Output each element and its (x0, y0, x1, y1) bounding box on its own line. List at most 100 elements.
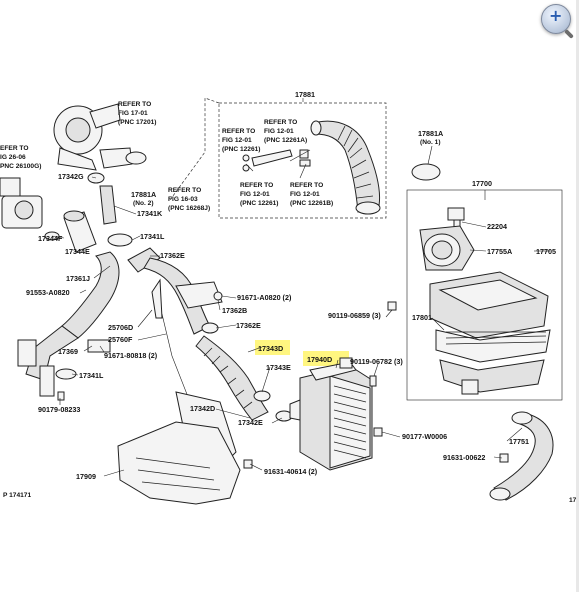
label-91553-a0820: 91553-A0820 (26, 288, 70, 297)
svg-text:EFER TO: EFER TO (0, 145, 28, 152)
clamp-25760f (161, 313, 191, 403)
svg-text:REFER TO: REFER TO (222, 128, 255, 135)
ref-block-12261b: REFER TO FIG 12-01 (PNC 12261B) (290, 182, 333, 207)
clamp-17341l-lower (55, 368, 77, 380)
sensor-17755a (419, 225, 475, 271)
label-17881: 17881 (295, 90, 315, 99)
label-91631-40614: 91631-40614 (2) (264, 467, 318, 476)
label-17940d: 17940D (307, 355, 332, 364)
detail-connector (169, 97, 220, 201)
label-17881a-no2: 17881A (131, 190, 156, 199)
highlight-17343d (255, 340, 290, 355)
inlet-17751 (489, 411, 554, 501)
turbocharger-ref (53, 103, 147, 171)
right-edge-strip (576, 0, 579, 592)
label-91631-00622: 91631-00622 (443, 453, 485, 462)
label-17909: 17909 (76, 472, 96, 481)
label-17362e-mid: 17362E (236, 321, 261, 330)
sensor-22204 (447, 207, 465, 233)
zoom-in-icon: + (549, 6, 563, 25)
label-17341l-bot: 17341L (79, 371, 104, 380)
hose-17343d (195, 335, 269, 421)
svg-text:(PNC 12261A): (PNC 12261A) (264, 137, 307, 144)
air-cleaner-case (429, 271, 551, 395)
label-17343d: 17343D (258, 344, 283, 353)
label-17362e-top: 17362E (160, 251, 185, 260)
clamp-17881a-no1 (411, 163, 441, 181)
svg-text:(PNC 12261): (PNC 12261) (222, 146, 260, 153)
pipe-17341k (99, 185, 117, 225)
label-17705: 17705 (536, 247, 556, 256)
svg-text:(PNC 17201): (PNC 17201) (118, 119, 156, 126)
intercooler-17940d (289, 357, 373, 471)
bolt-90119-06859 (387, 301, 397, 311)
label-17361j: 17361J (66, 274, 90, 283)
leader-lines (51, 145, 550, 477)
bolt-90179 (57, 391, 65, 401)
svg-text:REFER TO: REFER TO (240, 182, 273, 189)
svg-text:REFER TO: REFER TO (168, 187, 201, 194)
bolt-91631-40614 (243, 459, 253, 469)
cover-17909 (117, 421, 241, 505)
label-17341k: 17341K (137, 209, 163, 218)
label-17343e: 17343E (266, 363, 291, 372)
label-25760f: 25760F (108, 335, 133, 344)
svg-text:IG 26-06: IG 26-06 (0, 154, 26, 161)
label-90177-w0006: 90177-W0006 (402, 432, 447, 441)
clamp-17343e (253, 390, 271, 402)
bolt-91631-00622 (499, 453, 509, 463)
label-17369: 17369 (58, 347, 78, 356)
small-hoses-detail (242, 149, 311, 172)
label-22204: 22204 (487, 222, 507, 231)
svg-text:FIG 12-01: FIG 12-01 (240, 191, 270, 198)
ref-block-17201: REFER TO FIG 17-01 (PNC 17201) (118, 101, 156, 126)
label-17342g: 17342G (58, 172, 84, 181)
label-91671-a0820: 91671-A0820 (2) (237, 293, 292, 302)
svg-text:FIG 12-01: FIG 12-01 (290, 191, 320, 198)
label-17881a-sub: (No. 1) (420, 139, 441, 146)
bracket-17700-frame (406, 189, 563, 401)
label-17700: 17700 (472, 179, 492, 188)
svg-text:FIG 17-01: FIG 17-01 (118, 110, 148, 117)
svg-text:REFER TO: REFER TO (290, 182, 323, 189)
ref-block-12261a: REFER TO FIG 12-01 (PNC 12261A) (264, 119, 307, 144)
pipe-17361j (17, 251, 120, 397)
detail-box-17881 (218, 102, 387, 219)
label-17881a-no2-sub: (No. 2) (133, 200, 154, 207)
edge-mark: 17 (569, 497, 577, 504)
ref-block-12261-a: REFER TO FIG 12-01 (PNC 12261) (222, 128, 260, 153)
label-17362b: 17362B (222, 306, 247, 315)
label-17751: 17751 (509, 437, 529, 446)
label-17755a: 17755A (487, 247, 512, 256)
bolt-90177 (373, 427, 383, 437)
svg-text:FIG 16-03: FIG 16-03 (168, 196, 198, 203)
svg-text:(PNC 12261): (PNC 12261) (240, 200, 278, 207)
label-17881a: 17881A (418, 129, 443, 138)
rod-25706d (151, 278, 163, 319)
bracket-17369 (87, 339, 111, 353)
label-17342e-lower: 17342E (238, 418, 263, 427)
zoom-in-button[interactable]: + (541, 4, 574, 39)
svg-text:FIG 12-01: FIG 12-01 (222, 137, 252, 144)
throttle-body-ref (0, 177, 43, 229)
label-91671-80818: 91671-80818 (2) (104, 351, 158, 360)
label-17344e: 17344E (65, 247, 90, 256)
hose-17344e (63, 210, 97, 253)
diagram-code: P 174171 (3, 492, 31, 499)
ref-block-26100g: EFER TO IG 26-06 PNC 26100G) (0, 145, 41, 170)
svg-text:(PNC 16268J): (PNC 16268J) (168, 205, 210, 212)
ref-block-16268j: REFER TO FIG 16-03 (PNC 16268J) (168, 187, 210, 212)
svg-text:REFER TO: REFER TO (118, 101, 151, 108)
svg-text:(PNC 12261B): (PNC 12261B) (290, 200, 333, 207)
label-90119-06782: 90119-06782 (3) (350, 357, 403, 366)
svg-text:REFER TO: REFER TO (264, 119, 297, 126)
clamp-17341l (107, 233, 133, 247)
label-25706d: 25706D (108, 323, 133, 332)
label-17341l-top: 17341L (140, 232, 165, 241)
label-17342d: 17342D (190, 404, 215, 413)
clamp-17362e-mid (201, 322, 219, 334)
pipe-17362e-upper (127, 247, 211, 335)
svg-text:FIG 12-01: FIG 12-01 (264, 128, 294, 135)
pipe-17362b (175, 281, 223, 309)
